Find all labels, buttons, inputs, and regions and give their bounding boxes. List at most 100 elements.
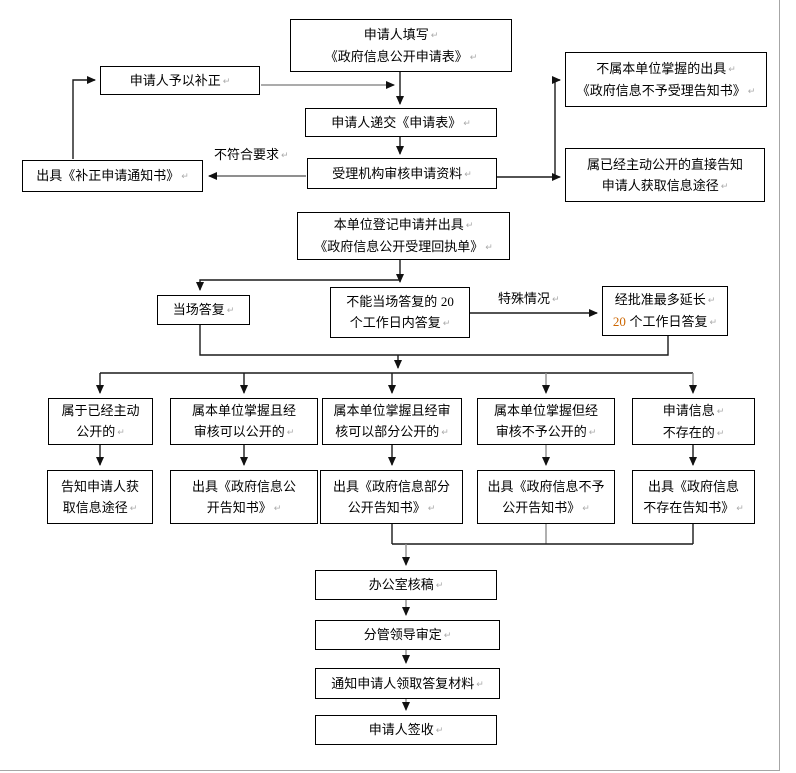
node-text-line: 出具《补正申请通知书》↵: [36, 165, 189, 187]
node-text-line: 《政府信息公开受理回执单》↵: [314, 236, 493, 258]
paragraph-mark-icon: ↵: [465, 220, 474, 230]
text-segment: 申请人递交《申请表》: [331, 114, 462, 130]
node-text-line: 属本单位掌握但经: [494, 400, 598, 421]
text-segment: 出具《政府信息公: [191, 478, 296, 494]
paragraph-mark-icon: ↵: [716, 405, 725, 416]
paragraph-mark-icon: ↵: [435, 580, 444, 590]
node-text-line: 不能当场答复的 20: [346, 291, 454, 312]
node-text-line: 分管领导审定↵: [364, 624, 452, 646]
edge-review-to-not-held: [497, 76, 561, 178]
node-text-line: 属已经主动公开的直接告知: [587, 154, 743, 175]
text-segment: 不能当场答复的: [346, 294, 441, 309]
node-not-held-notice: 不属本单位掌握的出具↵《政府信息不予受理告知书》↵: [565, 52, 767, 107]
paragraph-mark-icon: ↵: [435, 725, 444, 735]
edge-label-text: 特殊情况: [498, 291, 551, 306]
node-cat-partial-disclose: 属本单位掌握且经审核可以部分公开的↵: [322, 398, 462, 445]
text-segment: 经批准最多延长: [614, 292, 706, 307]
label-not-compliant: 不符合要求↵: [214, 144, 289, 163]
node-text-line: 审核不予公开的↵: [496, 421, 597, 443]
node-notify-pickup: 通知申请人领取答复材料↵: [315, 668, 500, 699]
text-segment: 受理机构审核申请资料: [332, 165, 463, 181]
paragraph-mark-icon: ↵: [720, 180, 729, 191]
node-text-line: 受理机构审核申请资料↵: [332, 163, 472, 185]
paragraph-mark-icon: ↵: [273, 502, 282, 513]
text-segment: 不存在告知书》: [643, 499, 735, 515]
text-segment: 出具《政府信息不予: [487, 478, 605, 494]
node-text-line: 出具《政府信息不予: [487, 476, 604, 497]
node-text-line: 申请信息↵: [663, 400, 725, 422]
text-segment: 申请人予以补正: [129, 72, 221, 88]
node-text-line: 申请人获取信息途径↵: [602, 175, 729, 197]
node-review-materials: 受理机构审核申请资料↵: [307, 158, 497, 189]
text-segment: 公开告知书》: [347, 499, 426, 515]
paragraph-mark-icon: ↵: [181, 171, 189, 181]
text-segment: 核可以部分公开的: [335, 424, 440, 439]
text-segment: 审核可以公开的: [193, 424, 285, 439]
node-text-line: 出具《政府信息公: [192, 476, 296, 497]
text-segment: 申请人签收: [368, 722, 434, 737]
paragraph-mark-icon: ↵: [709, 317, 718, 327]
paragraph-mark-icon: ↵: [476, 678, 484, 689]
text-segment: 当场答复: [172, 302, 225, 317]
text-segment: 告知申请人获: [60, 478, 139, 494]
paragraph-mark-icon: ↵: [286, 427, 295, 437]
node-text-line: 公开告知书》↵: [348, 497, 436, 519]
node-submit-form: 申请人递交《申请表》↵: [305, 108, 497, 137]
paragraph-mark-icon: ↵: [427, 502, 436, 513]
edge-split-to-onsite: [196, 279, 400, 291]
paragraph-mark-icon: ↵: [728, 63, 736, 74]
text-segment: 属于已经主动: [61, 403, 140, 418]
paragraph-mark-icon: ↵: [463, 117, 471, 128]
node-text-line: 申请人递交《申请表》↵: [331, 112, 471, 134]
node-text-line: 取信息途径↵: [63, 497, 138, 519]
node-text-line: 出具《政府信息部分: [333, 476, 450, 497]
node-already-public-direct: 属已经主动公开的直接告知申请人获取信息途径↵: [565, 148, 765, 202]
node-text-line: 属于已经主动: [61, 400, 139, 421]
paragraph-mark-icon: ↵: [736, 502, 744, 513]
text-segment: 不存在的: [662, 424, 715, 440]
node-text-line: 申请人予以补正↵: [130, 70, 231, 92]
text-segment: 《政府信息公开受理回执单》: [314, 239, 484, 254]
text-segment: 公开的: [76, 424, 116, 439]
node-text-line: 20 个工作日答复↵: [613, 311, 717, 333]
label-special-case: 特殊情况↵: [498, 288, 560, 307]
node-text-line: 属本单位掌握且经: [192, 400, 296, 421]
text-segment: 通知申请人领取答复材料: [331, 675, 475, 691]
node-text-line: 公开告知书》↵: [502, 497, 590, 519]
node-text-line: 《政府信息公开申请表》↵: [325, 46, 478, 68]
text-segment: 申请人填写: [363, 26, 429, 42]
text-segment: 20: [612, 314, 626, 329]
node-out-partial-notice: 出具《政府信息部分公开告知书》↵: [320, 470, 463, 524]
paragraph-mark-icon: ↵: [443, 630, 452, 640]
paragraph-mark-icon: ↵: [226, 305, 235, 315]
text-segment: 属本单位掌握且经审: [333, 403, 451, 418]
node-text-line: 经批准最多延长↵: [615, 289, 716, 311]
text-segment: 分管领导审定: [363, 627, 442, 642]
text-segment: 《政府信息不予受理告知书》: [576, 82, 746, 98]
paragraph-mark-icon: ↵: [485, 242, 493, 252]
text-segment: 公开告知书》: [502, 499, 581, 515]
node-text-line: 办公室核稿↵: [369, 574, 444, 596]
page-edge-right: [779, 0, 780, 771]
node-text-line: 告知申请人获: [61, 476, 139, 497]
node-out-disclose-notice: 出具《政府信息公开告知书》↵: [170, 470, 318, 524]
text-segment: 20: [440, 294, 454, 309]
node-out-refuse-notice: 出具《政府信息不予公开告知书》↵: [477, 470, 615, 524]
text-segment: 本单位登记申请并出具: [333, 217, 464, 232]
paragraph-mark-icon: ↵: [117, 427, 125, 437]
text-segment: 出具《政府信息: [647, 478, 739, 494]
node-fill-form: 申请人填写↵ 《政府信息公开申请表》↵: [290, 19, 512, 72]
node-cat-refuse-disclose: 属本单位掌握但经审核不予公开的↵: [477, 398, 615, 445]
node-text-line: 核可以部分公开的↵: [335, 421, 449, 443]
paragraph-mark-icon: ↵: [430, 29, 439, 40]
node-text-line: 属本单位掌握且经审: [333, 400, 450, 421]
node-text-line: 申请人签收↵: [369, 719, 444, 741]
node-text-line: 《政府信息不予受理告知书》↵: [577, 80, 756, 102]
text-segment: 申请信息: [662, 402, 715, 418]
paragraph-mark-icon: ↵: [716, 427, 725, 438]
node-register-receipt: 本单位登记申请并出具↵《政府信息公开受理回执单》↵: [297, 212, 510, 260]
text-segment: 开告知书》: [206, 499, 272, 515]
